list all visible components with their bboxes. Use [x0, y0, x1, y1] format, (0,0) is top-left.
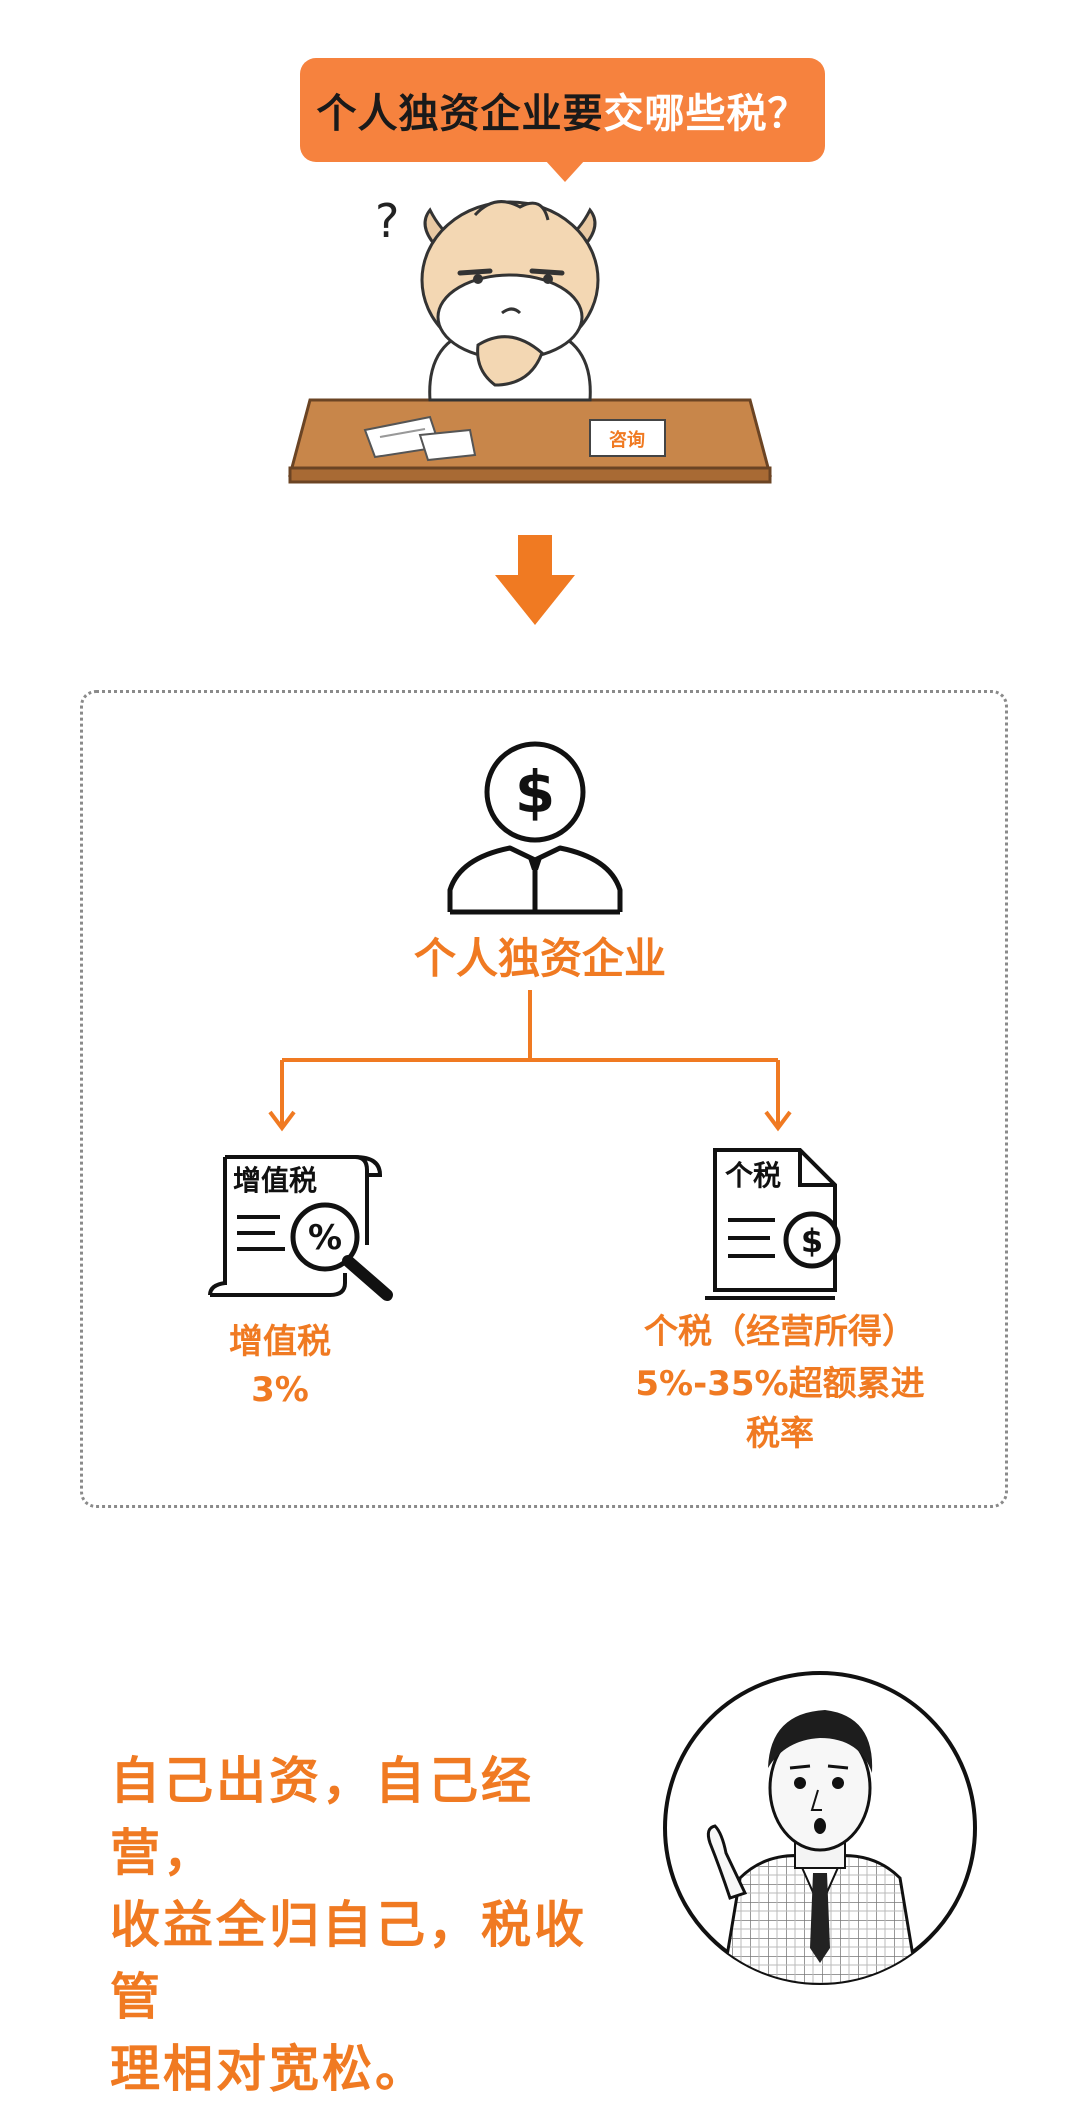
income-tax-rate-line1: 5%-35%超额累进	[635, 1364, 925, 1404]
summary-line-1: 自己出资，自己经营，	[110, 1752, 534, 1882]
tree-connector	[268, 990, 792, 1132]
question-prefix: 个人独资企业要	[316, 91, 604, 137]
tax-diagram-box	[80, 690, 1008, 1508]
percent-icon: %	[308, 1218, 342, 1258]
summary-line-3: 理相对宽松。	[110, 2040, 428, 2098]
question-mark-icon: ?	[375, 194, 399, 248]
income-tax-icon-label: 个税	[725, 1159, 781, 1192]
down-arrow-icon	[495, 535, 575, 625]
income-tax-title: 个税（经营所得）	[644, 1312, 916, 1352]
desk	[288, 398, 772, 477]
root-label: 个人独资企业	[413, 934, 666, 983]
coin-dollar-icon: $	[801, 1222, 823, 1260]
vat-icon-label: 增值税	[233, 1164, 317, 1197]
businessman-portrait	[663, 1671, 977, 1985]
dollar-icon: $	[515, 758, 555, 826]
consult-card-label: 咨询	[609, 429, 645, 451]
bubble-tail	[545, 160, 585, 182]
summary-text: 自己出资，自己经营， 收益全归自己，税收管 理相对宽松。	[110, 1745, 630, 2105]
income-tax-document-icon: 个税 $	[705, 1148, 841, 1300]
question-text: 个人独资企业要交哪些税？	[317, 81, 809, 139]
income-tax-rate-line2: 税率	[746, 1414, 814, 1454]
vat-rate: 3%	[251, 1370, 309, 1410]
vat-document-icon: 增值税 %	[208, 1155, 393, 1301]
question-bubble: 个人独资企业要交哪些税？	[300, 58, 825, 162]
business-person-icon: $	[447, 741, 623, 915]
vat-title: 增值税	[229, 1322, 331, 1362]
thinking-cow-illustration: ? 咨询	[288, 194, 772, 484]
summary-line-2: 收益全归自己，税收管	[110, 1896, 587, 2026]
question-highlight: 交哪些税？	[603, 91, 809, 137]
